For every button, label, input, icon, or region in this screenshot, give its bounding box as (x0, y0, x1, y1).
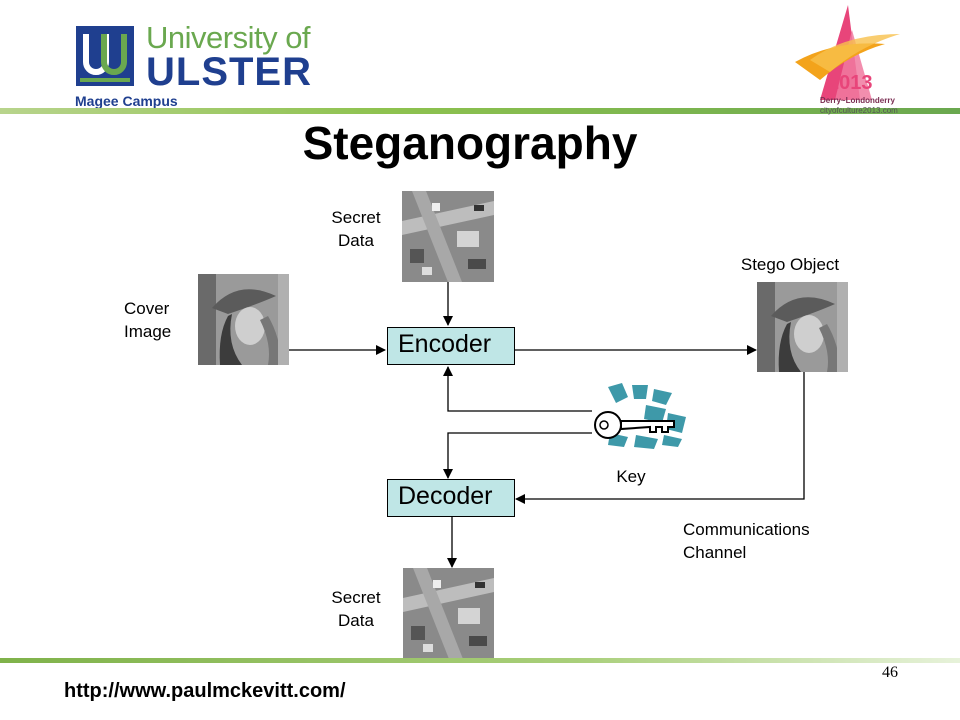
arrow-key-to-encoder (443, 366, 592, 412)
city-logo-place: Derry~Londonderry (820, 96, 895, 105)
decoder-box: Decoder (387, 479, 515, 517)
stego-object-label: Stego Object (740, 255, 840, 274)
city-of-culture-logo-icon: 2013 Derry~Londonderry cityofculture2013… (790, 0, 910, 120)
university-logo-icon (76, 26, 134, 86)
city-logo-url: cityofculture2013.com (820, 106, 898, 115)
page-title: Steganography (302, 117, 638, 169)
footer-divider (0, 658, 960, 663)
cover-image-photo (198, 274, 289, 365)
key-icon (594, 383, 686, 449)
cover-image-label: Cover Image (124, 299, 172, 341)
university-name-line: University of (146, 20, 311, 55)
header-divider (0, 108, 960, 114)
key-label: Key (616, 467, 646, 486)
secret-data-top-image (402, 191, 494, 282)
secret-data-top-label: Secret Data (331, 208, 381, 250)
encoder-box: Encoder (387, 327, 515, 365)
stego-object-photo (757, 282, 848, 372)
ulster-name-line: ULSTER (146, 50, 312, 94)
channel-label: Communications Channel (683, 520, 810, 562)
campus-label: Magee Campus (75, 93, 178, 109)
secret-data-bottom-label: Secret Data (331, 588, 381, 630)
city-logo-year: 2013 (828, 72, 873, 94)
secret-data-bottom-image (403, 568, 494, 659)
page-number: 46 (882, 664, 898, 681)
arrow-key-to-decoder (443, 432, 592, 479)
footer-url-link[interactable]: http://www.paulmckevitt.com/ (64, 680, 346, 702)
